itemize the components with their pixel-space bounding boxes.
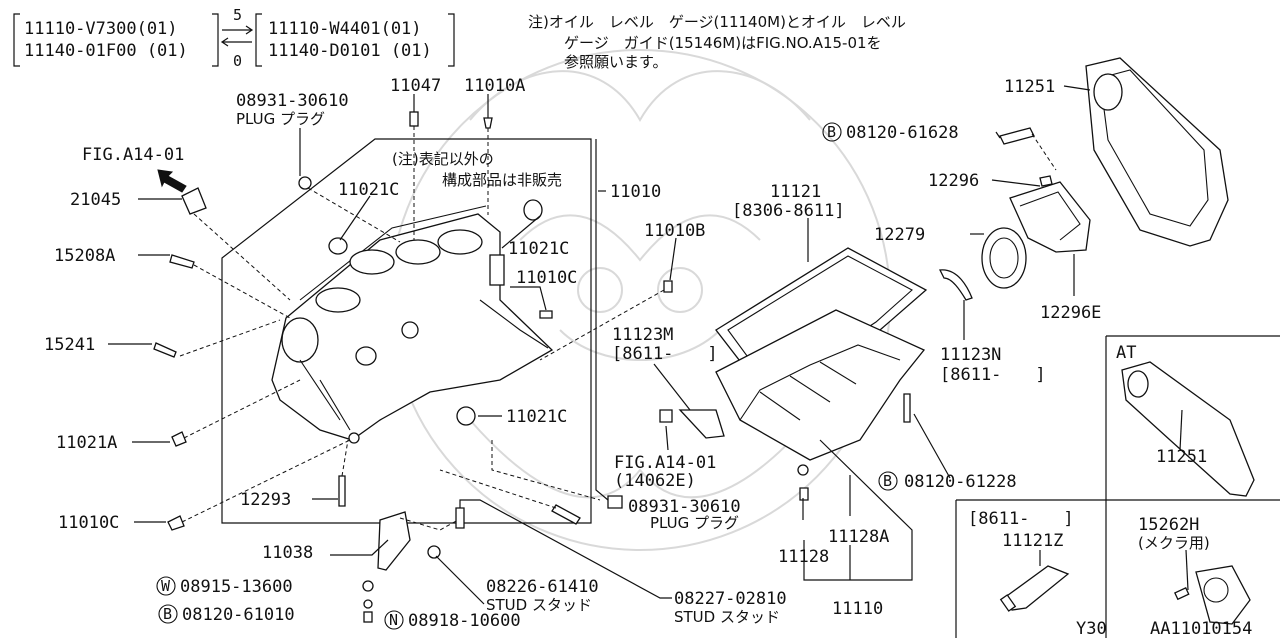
mark-b-3: B — [827, 123, 836, 141]
oil-pan-assembly — [659, 247, 973, 501]
label-11123M-range: [8611- ] — [612, 344, 718, 364]
bottom-right-boxes — [955, 499, 1280, 638]
label-11121: 11121 — [770, 182, 821, 202]
label-diagram-id: AA11010154 — [1150, 619, 1252, 638]
label-21045: 21045 — [70, 190, 121, 210]
label-stud-a: STUD スタッド — [486, 596, 592, 614]
label-08918: 08918-10600 — [408, 611, 521, 631]
part-labels: 11047 11010A 08931-30610 PLUG プラグ FIG.A1… — [44, 76, 1252, 639]
note-line-2: ゲージ ガイド(15146M)はFIG.NO.A15-01を — [564, 34, 882, 52]
mark-b-2: B — [883, 472, 892, 490]
at-title: AT — [1116, 343, 1136, 363]
label-at-11251: 11251 — [1156, 447, 1207, 467]
label-11010C-b: 11010C — [516, 268, 577, 288]
label-08120-61010: 08120-61010 — [182, 605, 295, 625]
cylinder-block — [271, 205, 554, 444]
label-11010A: 11010A — [464, 76, 525, 96]
label-plug-a: PLUG プラグ — [236, 110, 325, 128]
label-11123N-range: [8611- ] — [940, 365, 1046, 385]
note-line-3: 参照願います。 — [564, 53, 668, 71]
fig-pointer-arrow — [157, 169, 187, 193]
mark-n: N — [389, 611, 398, 629]
label-11047: 11047 — [390, 76, 441, 96]
leader-lines — [108, 85, 1189, 605]
label-fig-a14-b-sub: (14062E) — [614, 471, 696, 491]
block-note-line-1: (注)表記以外の — [392, 150, 494, 168]
label-12279: 12279 — [874, 225, 925, 245]
label-11128A: 11128A — [828, 527, 889, 547]
mark-w: W — [161, 577, 171, 595]
block-note-line-2: 構成部品は非販売 — [442, 171, 562, 189]
label-11251: 11251 — [1004, 77, 1055, 97]
label-11021C-c: 11021C — [506, 407, 567, 427]
header-left-b2: 11140-D0101 (01) — [268, 41, 432, 61]
label-11121-range: [8306-8611] — [732, 201, 845, 221]
label-stud-b: STUD スタッド — [674, 608, 780, 626]
label-11021A: 11021A — [56, 433, 117, 453]
label-15262H-sub: (メクラ用) — [1138, 534, 1210, 552]
at-box: AT — [1105, 335, 1280, 500]
arrow-top-label: 5 — [233, 6, 242, 24]
rear-seal-parts — [981, 57, 1229, 289]
label-08931-plug-b: 08931-30610 — [628, 497, 741, 517]
label-11010C-a: 11010C — [58, 513, 119, 533]
label-15241: 15241 — [44, 335, 95, 355]
top-note: 注)オイル レベル ゲージ(11140M)とオイル レベル ゲージ ガイド(15… — [528, 13, 906, 71]
label-08931-plug-a: 08931-30610 — [236, 91, 349, 111]
label-11121Z: 11121Z — [1002, 531, 1063, 551]
label-08120-61628: 08120-61628 — [846, 123, 959, 143]
mark-b-1: B — [163, 605, 172, 623]
label-11128: 11128 — [778, 547, 829, 567]
label-12296E: 12296E — [1040, 303, 1101, 323]
label-11038: 11038 — [262, 543, 313, 563]
header-left-a1: 11110-V7300(01) — [24, 19, 178, 39]
block-small-parts — [153, 111, 673, 531]
label-11110: 11110 — [832, 599, 883, 619]
label-11123N: 11123N — [940, 345, 1001, 365]
header-left-a2: 11140-01F00 (01) — [24, 41, 188, 61]
label-plug-b: PLUG プラグ — [650, 514, 739, 532]
label-fig-a14-b: FIG.A14-01 — [614, 453, 716, 473]
label-15208A: 15208A — [54, 246, 115, 266]
note-line-1: 注)オイル レベル ゲージ(11140M)とオイル レベル — [528, 13, 906, 31]
label-11010B: 11010B — [644, 221, 705, 241]
block-group-frame — [221, 138, 592, 524]
label-08120-61228: 08120-61228 — [904, 472, 1017, 492]
front-cover-11038 — [362, 511, 459, 623]
arrow-bottom-label: 0 — [233, 52, 242, 70]
label-fig-a14-a: FIG.A14-01 — [82, 145, 184, 165]
label-08915: 08915-13600 — [180, 577, 293, 597]
header-supersession: 11110-V7300(01) 11140-01F00 (01) 5 0 111… — [13, 6, 455, 70]
label-12293: 12293 — [240, 490, 291, 510]
header-left-b1: 11110-W4401(01) — [268, 19, 422, 39]
label-11021C-a: 11021C — [338, 180, 399, 200]
label-12296: 12296 — [928, 171, 979, 191]
label-11123M: 11123M — [612, 325, 673, 345]
label-11010: 11010 — [610, 182, 661, 202]
label-box-range: [8611- ] — [968, 509, 1074, 529]
label-15262H: 15262H — [1138, 515, 1199, 535]
label-y30: Y30 — [1076, 619, 1107, 638]
label-11021C-b: 11021C — [508, 239, 569, 259]
label-08227: 08227-02810 — [674, 589, 787, 609]
label-08226: 08226-61410 — [486, 577, 599, 597]
